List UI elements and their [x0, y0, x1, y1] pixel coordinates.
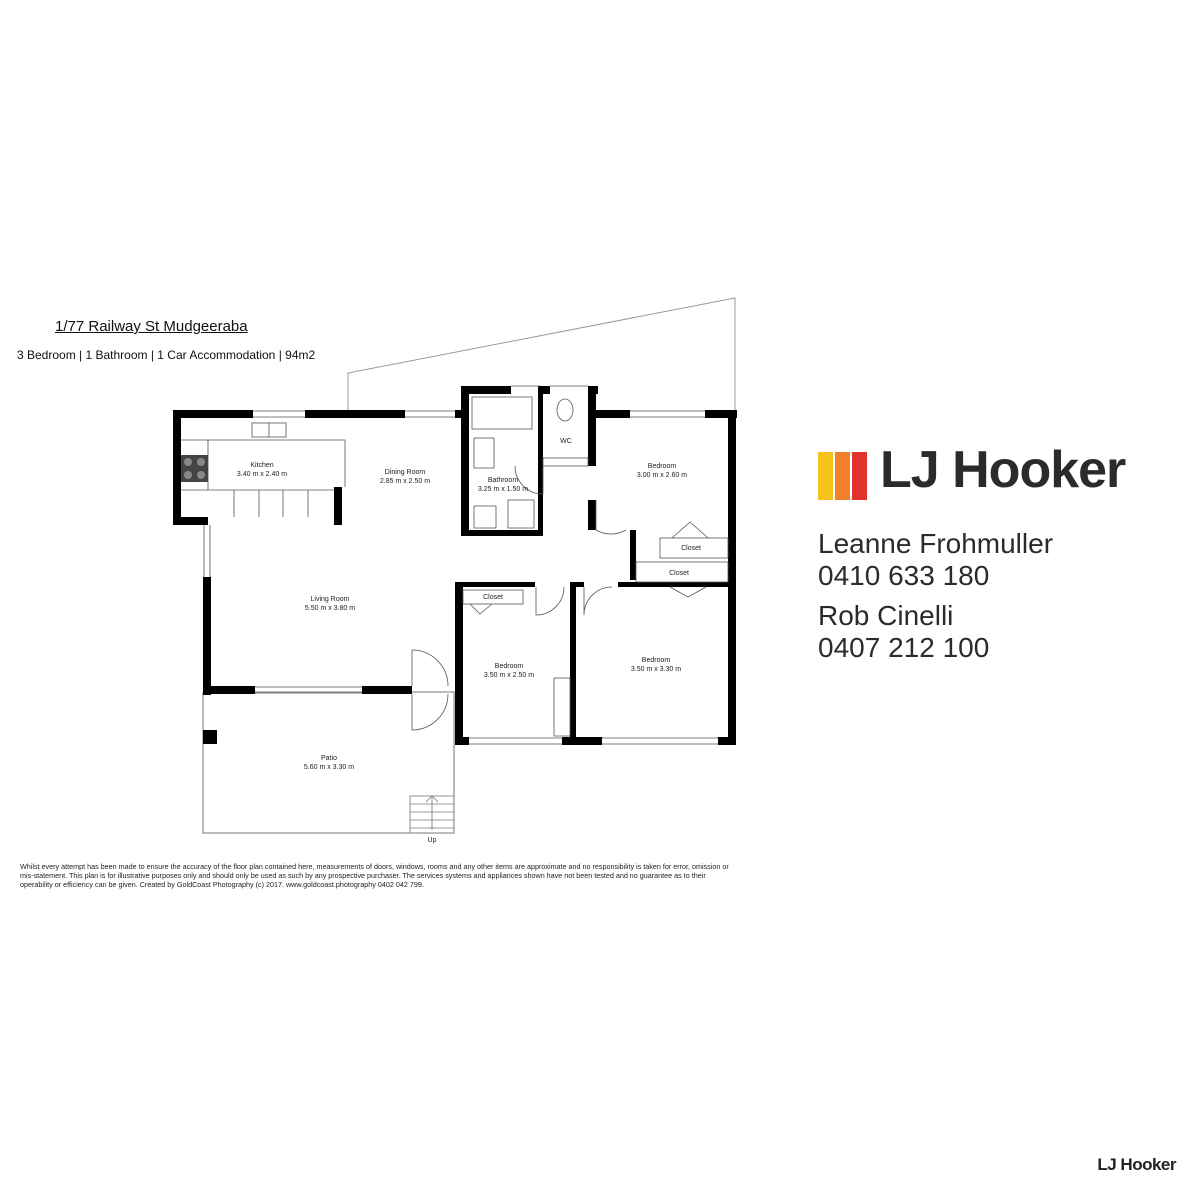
listing-summary: 3 Bedroom | 1 Bathroom | 1 Car Accommoda… [17, 348, 316, 362]
closet3-name: Closet [483, 594, 503, 601]
agent-2-name: Rob Cinelli [818, 600, 954, 631]
agent-2-phone: 0407 212 100 [818, 632, 990, 663]
living-size: 5.50 m x 3.80 m [305, 605, 355, 612]
sink [251, 422, 287, 438]
patio-size: 5.60 m x 3.30 m [304, 764, 354, 771]
walls [173, 386, 737, 745]
wc-name: WC [560, 438, 572, 445]
patio-outline [202, 691, 455, 834]
closet1-name: Closet [681, 545, 701, 552]
bathroom-size: 3.25 m x 1.50 m [478, 486, 528, 493]
dining-size: 2.85 m x 2.50 m [380, 478, 430, 485]
footer-logo: LJ Hooker [1097, 1155, 1176, 1174]
dining-name: Dining Room [385, 469, 426, 476]
agent-1-name: Leanne Frohmuller [818, 528, 1054, 559]
bed2-name: Bedroom [495, 663, 524, 670]
brand-logo: LJ Hooker [818, 441, 1158, 508]
brand-bar-0 [818, 452, 833, 500]
agent-1-phone: 0410 633 180 [818, 560, 990, 591]
bed1-name: Bedroom [648, 463, 677, 470]
disclaimer-text: Whilst every attempt has been made to en… [20, 862, 729, 890]
brand-bar-2 [852, 452, 867, 500]
listing-address: 1/77 Railway St Mudgeeraba [55, 318, 248, 335]
brand-name: LJ Hooker [880, 441, 1126, 499]
bed3-name: Bedroom [642, 657, 671, 664]
closet2-name: Closet [669, 570, 689, 577]
bed3-size: 3.50 m x 3.30 m [631, 666, 681, 673]
brand-bar-1 [835, 452, 850, 500]
cooktop [181, 455, 208, 482]
stairs-label: Up [428, 837, 437, 844]
doors [411, 465, 709, 731]
kitchen-name: Kitchen [250, 462, 273, 469]
kitchen-size: 3.40 m x 2.40 m [237, 471, 287, 478]
site-boundary [347, 297, 736, 412]
bed1-size: 3.00 m x 2.60 m [637, 472, 687, 479]
patio-post [203, 730, 217, 744]
bed2-size: 3.50 m x 2.50 m [484, 672, 534, 679]
brand-mark-icon [818, 452, 870, 500]
stairs [409, 795, 455, 834]
bathroom-name: Bathroom [488, 477, 519, 484]
patio-name: Patio [321, 755, 337, 762]
living-name: Living Room [311, 596, 350, 603]
